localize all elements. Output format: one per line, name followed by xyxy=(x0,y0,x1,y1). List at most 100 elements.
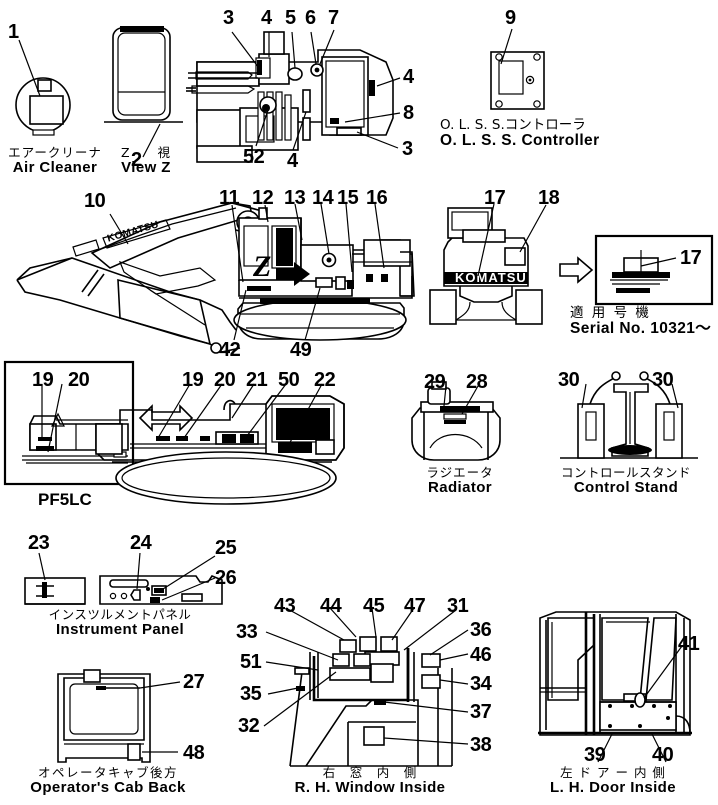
instrument-panel-figure xyxy=(24,552,223,605)
callout-23: 23 xyxy=(28,532,50,554)
caption-olss-jp: O. L. S. S.コントローラ xyxy=(440,117,586,133)
caption-serial-jp: 適 用 号 機 xyxy=(570,305,651,321)
caption-serial-en: Serial No. 10321〜 xyxy=(570,319,712,337)
caption-rh-window-en: R. H. Window Inside xyxy=(294,778,446,796)
caption-olss: O. L. S. S.コントローラ O. L. S. S. Controller xyxy=(440,118,620,149)
callout-5: 5 xyxy=(285,7,296,29)
callout-11: 11 xyxy=(219,187,240,209)
callout-36: 36 xyxy=(470,619,492,641)
callout-15: 15 xyxy=(337,187,359,209)
caption-air-cleaner-jp: エアークリーナ xyxy=(8,145,102,160)
callout-35: 35 xyxy=(240,683,262,705)
callout-31: 31 xyxy=(447,595,469,617)
callout-37: 37 xyxy=(470,701,492,723)
callout-45: 45 xyxy=(363,595,385,617)
caption-instrument-panel-en: Instrument Panel xyxy=(55,620,185,638)
callout-20a: 20 xyxy=(68,369,90,391)
callout-47: 47 xyxy=(404,595,426,617)
callout-34: 34 xyxy=(470,673,492,695)
air-cleaner-figure xyxy=(15,39,71,136)
callout-27: 27 xyxy=(183,671,205,693)
callout-9: 9 xyxy=(505,7,516,29)
callout-12: 12 xyxy=(252,187,274,209)
olss-controller-figure xyxy=(490,28,545,110)
callout-29: 29 xyxy=(424,371,446,393)
callout-4b: 4 xyxy=(403,66,414,88)
machine-rear-view: KOMATSU xyxy=(429,203,714,325)
caption-radiator: ラジエータ Radiator xyxy=(410,466,510,496)
callout-19b: 19 xyxy=(182,369,204,391)
callout-18: 18 xyxy=(538,187,560,209)
caption-control-stand: コントロールスタンド Control Stand xyxy=(546,466,706,496)
caption-cab-back-jp: オペレータキャブ後方 xyxy=(37,765,178,780)
caption-control-stand-jp: コントロールスタンド xyxy=(560,465,691,480)
caption-rh-window-jp: 右 窓 内 側 xyxy=(322,765,418,780)
lh-door-inside-figure xyxy=(538,611,692,763)
callout-28: 28 xyxy=(466,371,488,393)
callout-42: 42 xyxy=(219,339,241,361)
callout-33: 33 xyxy=(236,621,258,643)
callout-51: 51 xyxy=(240,651,262,673)
pf5lc-figure xyxy=(3,360,135,486)
caption-instrument-panel-jp: インスツルメントパネル xyxy=(48,607,192,622)
callout-25: 25 xyxy=(215,537,237,559)
callout-22: 22 xyxy=(314,369,336,391)
caption-serial: 適 用 号 機 Serial No. 10321〜 xyxy=(570,306,718,337)
callout-2: 2 xyxy=(131,149,142,171)
caption-radiator-en: Radiator xyxy=(427,478,493,496)
callout-4c: 4 xyxy=(287,150,298,172)
caption-pf5lc: PF5LC xyxy=(38,490,92,509)
view-z-figure xyxy=(104,26,183,158)
callout-6: 6 xyxy=(305,7,316,29)
callout-21: 21 xyxy=(246,369,268,391)
caption-lh-door-jp: 左 ド ア ー 内 側 xyxy=(560,765,666,780)
view-z-marker-arrow xyxy=(276,262,310,286)
caption-rh-window: 右 窓 内 側 R. H. Window Inside xyxy=(270,766,470,796)
operators-cab-back-figure xyxy=(57,669,181,763)
callout-17a: 17 xyxy=(484,187,506,209)
callout-38: 38 xyxy=(470,734,492,756)
caption-cab-back: オペレータキャブ後方 Operator's Cab Back xyxy=(0,766,216,796)
machine-left-view xyxy=(95,383,345,505)
callout-48: 48 xyxy=(183,742,205,764)
rh-window-inside-figure xyxy=(263,607,469,767)
view-z-marker-letter: Z xyxy=(253,250,272,283)
callout-8: 8 xyxy=(403,102,414,124)
callout-7: 7 xyxy=(328,7,339,29)
caption-view-z-en: View Z xyxy=(121,158,171,176)
caption-cab-back-en: Operator's Cab Back xyxy=(30,778,186,796)
caption-air-cleaner: エアークリーナ Air Cleaner xyxy=(0,146,110,176)
caption-lh-door: 左 ド ア ー 内 側 L. H. Door Inside xyxy=(518,766,708,796)
callout-16: 16 xyxy=(366,187,388,209)
callout-30b: 30 xyxy=(652,369,674,391)
callout-50: 50 xyxy=(278,369,300,391)
callout-26: 26 xyxy=(215,567,237,589)
callout-43: 43 xyxy=(274,595,296,617)
callout-24: 24 xyxy=(130,532,152,554)
control-stand-figure xyxy=(560,371,698,459)
callout-32: 32 xyxy=(238,715,260,737)
callout-3b: 3 xyxy=(402,138,413,160)
callout-13: 13 xyxy=(284,187,306,209)
svg-text:KOMATSU: KOMATSU xyxy=(455,270,527,285)
callout-49: 49 xyxy=(290,339,312,361)
callout-44: 44 xyxy=(320,595,342,617)
callout-40: 40 xyxy=(652,744,674,766)
callout-17b: 17 xyxy=(680,247,702,269)
callout-10: 10 xyxy=(84,190,106,212)
caption-lh-door-en: L. H. Door Inside xyxy=(550,778,676,796)
caption-control-stand-en: Control Stand xyxy=(573,478,679,496)
callout-39: 39 xyxy=(584,744,606,766)
callout-52: 52 xyxy=(243,146,265,168)
callout-30a: 30 xyxy=(558,369,580,391)
callout-41: 41 xyxy=(678,633,700,655)
cab-front-assembly xyxy=(186,29,401,163)
callout-19a: 19 xyxy=(32,369,54,391)
callout-3a: 3 xyxy=(223,7,234,29)
radiator-figure xyxy=(411,381,501,461)
callout-20b: 20 xyxy=(214,369,236,391)
caption-olss-en: O. L. S. S. Controller xyxy=(440,131,600,149)
callout-14: 14 xyxy=(312,187,334,209)
caption-radiator-jp: ラジエータ xyxy=(426,465,494,480)
